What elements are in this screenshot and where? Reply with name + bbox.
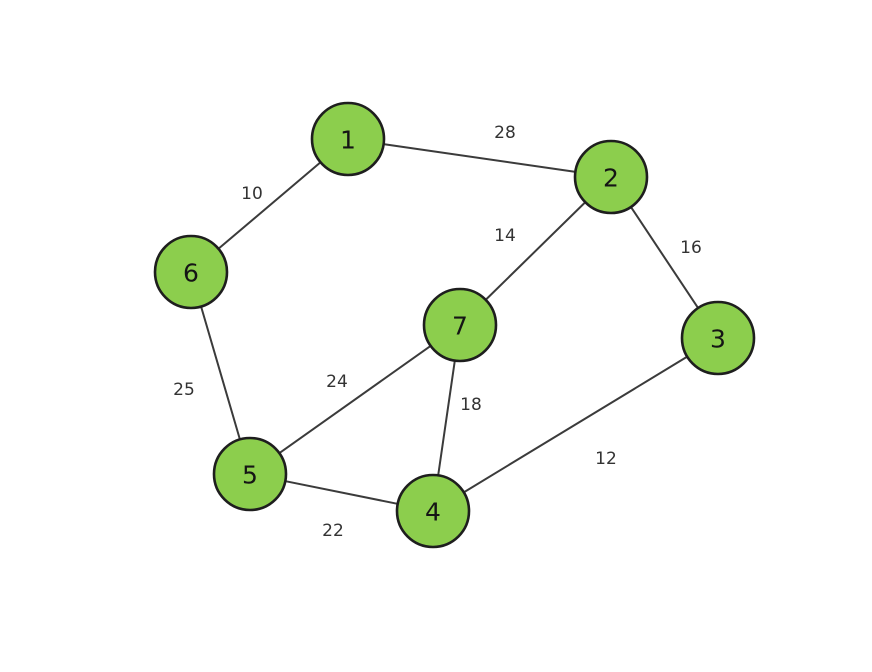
graph-edge-5-7 bbox=[277, 344, 433, 455]
node-label-1: 1 bbox=[340, 126, 356, 155]
node-circle-1[interactable] bbox=[310, 101, 386, 177]
node-circle-2[interactable] bbox=[573, 139, 649, 215]
node-label-3: 3 bbox=[710, 325, 726, 354]
edge-layer bbox=[199, 143, 700, 506]
edge-weight-label-2-3: 16 bbox=[680, 238, 702, 258]
graph-edge-2-3 bbox=[629, 205, 700, 310]
graph-edge-1-6 bbox=[216, 160, 323, 251]
node-circle-3[interactable] bbox=[680, 300, 756, 376]
graph-node-2[interactable]: 2 bbox=[573, 139, 649, 215]
graph-edge-4-5 bbox=[283, 479, 400, 506]
graph-edge-3-4 bbox=[461, 355, 690, 494]
edge-weight-label-4-7: 18 bbox=[460, 395, 482, 415]
edge-weight-label-1-6: 10 bbox=[241, 184, 263, 204]
graph-node-1[interactable]: 1 bbox=[310, 101, 386, 177]
edge-weight-label-1-2: 28 bbox=[494, 123, 516, 143]
graph-node-3[interactable]: 3 bbox=[680, 300, 756, 376]
graph-edge-5-6 bbox=[199, 304, 242, 442]
node-label-5: 5 bbox=[242, 461, 258, 490]
node-circle-6[interactable] bbox=[153, 234, 229, 310]
edge-weight-label-2-7: 14 bbox=[494, 226, 516, 246]
edge-weight-label-3-4: 12 bbox=[595, 449, 617, 469]
node-label-7: 7 bbox=[452, 312, 468, 341]
graph-edge-4-7 bbox=[437, 358, 456, 478]
graph-node-6[interactable]: 6 bbox=[153, 234, 229, 310]
node-label-6: 6 bbox=[183, 259, 199, 288]
graph-node-4[interactable]: 4 bbox=[395, 473, 471, 549]
node-circle-4[interactable] bbox=[395, 473, 471, 549]
node-label-4: 4 bbox=[425, 498, 441, 527]
edge-weight-label-5-7: 24 bbox=[326, 372, 348, 392]
edge-weight-label-4-5: 22 bbox=[322, 521, 344, 541]
graph-node-7[interactable]: 7 bbox=[422, 287, 498, 363]
node-circle-5[interactable] bbox=[212, 436, 288, 512]
node-label-2: 2 bbox=[603, 164, 619, 193]
node-circle-7[interactable] bbox=[422, 287, 498, 363]
graph-edge-2-7 bbox=[483, 200, 588, 302]
edge-weight-label-5-6: 25 bbox=[173, 380, 195, 400]
graph-edge-1-2 bbox=[381, 143, 578, 173]
graph-node-5[interactable]: 5 bbox=[212, 436, 288, 512]
